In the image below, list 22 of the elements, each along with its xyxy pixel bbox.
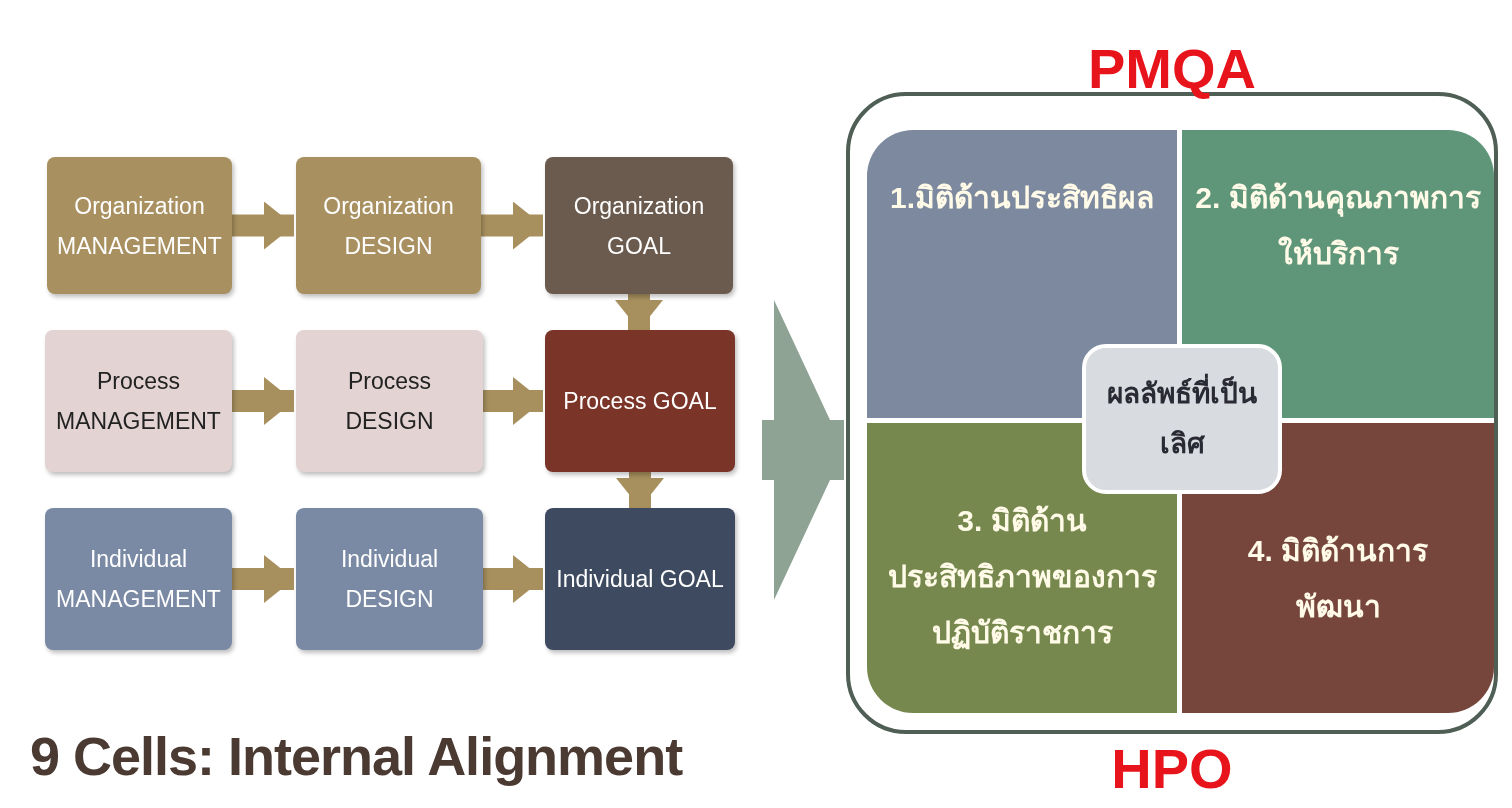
process-box: Process GOAL (545, 330, 735, 472)
block-arrow (762, 300, 844, 600)
arrow (481, 201, 543, 250)
panel-caption: HPO (1111, 736, 1233, 801)
panel-heading: PMQA (1088, 36, 1256, 101)
process-box: Individual GOAL (545, 508, 735, 650)
process-box: Process DESIGN (296, 330, 483, 472)
process-box: Organization DESIGN (296, 157, 481, 294)
process-box: Individual MANAGEMENT (45, 508, 232, 650)
arrow (483, 377, 543, 425)
arrow (232, 377, 294, 425)
arrow (615, 294, 663, 330)
arrow (232, 201, 294, 250)
process-box: Organization MANAGEMENT (47, 157, 232, 294)
arrow (232, 555, 294, 603)
process-box: Individual DESIGN (296, 508, 483, 650)
process-box: Organization GOAL (545, 157, 733, 294)
center-box: ผลลัพธ์ที่เป็นเลิศ (1082, 344, 1282, 494)
process-box: Process MANAGEMENT (45, 330, 232, 472)
arrow (616, 472, 664, 508)
caption: 9 Cells: Internal Alignment (30, 725, 683, 787)
arrow (483, 555, 543, 603)
